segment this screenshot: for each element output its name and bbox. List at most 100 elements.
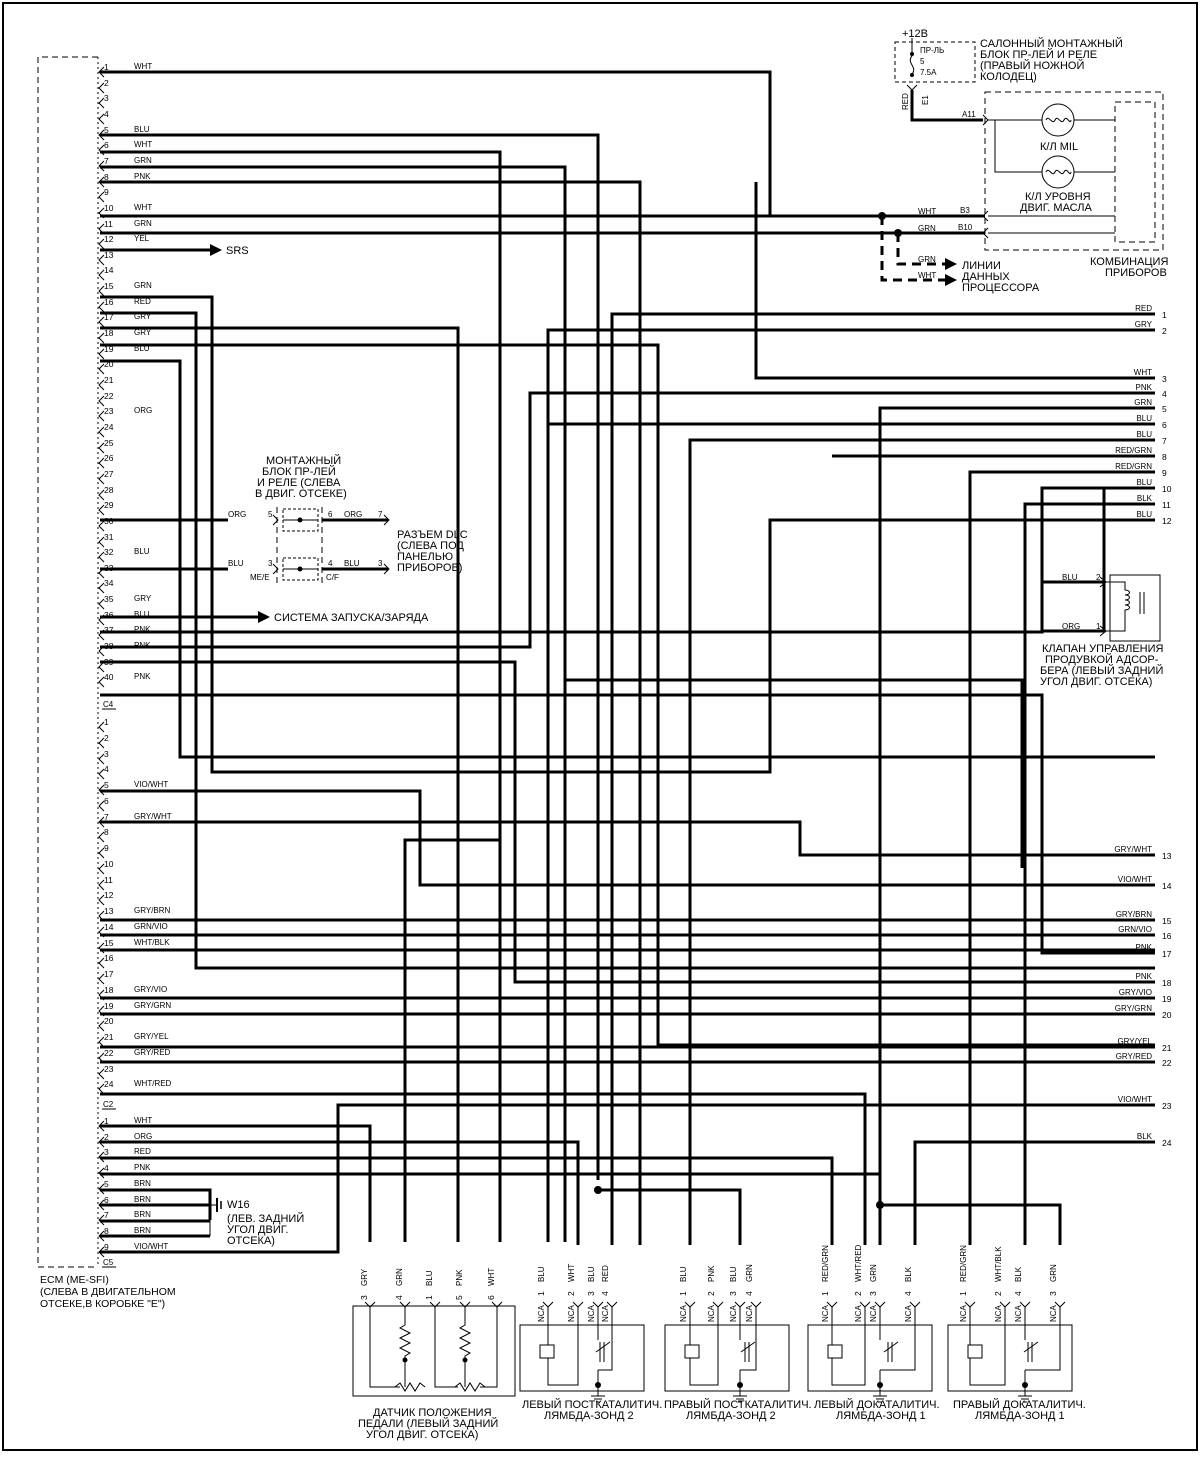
sensor-ground-dot: [595, 1382, 601, 1388]
ecm-pin-chevron: [98, 1120, 105, 1132]
ecm-pin-chevron: [98, 348, 105, 360]
right-connector-wire: PNK: [1136, 972, 1153, 981]
ecm-pin-chevron: [98, 66, 105, 78]
sensor-pin-color: GRN: [745, 1264, 754, 1282]
ecm-pin-number: 6: [104, 796, 109, 806]
ecm-pin-number: 1: [104, 62, 109, 72]
ecm-wire-color: PNK: [134, 625, 151, 634]
ecm-wire-color: BRN: [134, 1195, 151, 1204]
static-layer: ECM (ME-SFI) (СЛЕВА В ДВИГАТЕЛЬНОМ ОТСЕК…: [37, 28, 1168, 1441]
ecm-pin-number: 4: [104, 1163, 109, 1173]
sensor-nca-label: NCA: [537, 1304, 546, 1322]
relay-row2-out: 3: [378, 559, 383, 568]
ecm-pin-chevron: [98, 536, 105, 548]
purge-p1: 1: [1096, 622, 1101, 631]
ecm-pin-number: 8: [104, 1226, 109, 1236]
ecm-caption-1: ECM (ME-SFI): [40, 1274, 109, 1286]
ecm-pin-chevron: [98, 989, 105, 1001]
ecm-pin-chevron: [98, 442, 105, 454]
ecm-wire-color: GRN/VIO: [134, 922, 168, 931]
ecm-pin-number: 9: [104, 1242, 109, 1252]
ecm-pin-chevron: [98, 926, 105, 938]
data-lines-label-2: ДАННЫХ: [962, 271, 1010, 283]
ecm-pin-chevron: [98, 269, 105, 281]
ecm-wire-color: RED: [134, 1147, 151, 1156]
ecm-wire-color: BLU: [134, 610, 150, 619]
sensor-pin-color: BLU: [679, 1266, 688, 1282]
cluster-pin-b10: B10: [958, 223, 973, 232]
relay-row2-lt: ME/E: [250, 573, 270, 582]
ecm-wire-color: VIO/WHT: [134, 1242, 168, 1251]
relay-label-3: И РЕЛЕ (СЛЕВА: [257, 477, 341, 489]
ecm-pin-number: 21: [104, 375, 114, 385]
ecm-wire-color: WHT: [134, 203, 152, 212]
ecm-wire-color: RED: [134, 297, 151, 306]
ecm-pin-number: 5: [104, 1179, 109, 1189]
ecm-pin-number: 11: [104, 219, 113, 229]
fuse-line-3: 7.5A: [920, 68, 937, 77]
srs-label: SRS: [226, 245, 249, 257]
ecm-wire-color: WHT: [134, 62, 152, 71]
ecm-wire-color: BRN: [134, 1179, 151, 1188]
ecm-pin-number: 35: [104, 594, 114, 604]
dlc-label-4: ПРИБОРОВ): [397, 562, 462, 574]
ecm-pin-number: 10: [104, 203, 114, 213]
relay-row1-lw: ORG: [228, 510, 246, 519]
sensor-element: [595, 1325, 613, 1371]
pedal-label-1: ДАТЧИК ПОЛОЖЕНИЯ: [373, 1407, 492, 1419]
right-connector-pin: 17: [1162, 949, 1172, 959]
power-block-label-1: САЛОННЫЙ МОНТАЖНЫЙ: [980, 37, 1123, 50]
ecm-pin-chevron: [98, 301, 105, 313]
ecm-wire-color: BLU: [134, 125, 150, 134]
ecm-pin-number: 30: [104, 516, 114, 526]
ecm-pin-chevron: [98, 332, 105, 344]
ecm-wire-color: WHT/BLK: [134, 938, 170, 947]
ecm-wire-color: GRY/VIO: [134, 985, 167, 994]
ecm-wire-color: BLU: [134, 547, 150, 556]
relay-row2-rt: C/F: [326, 573, 339, 582]
right-connector-wire: GRN/VIO: [1118, 925, 1152, 934]
dlc-label-2: (СЛЕВА ПОД: [397, 540, 464, 552]
cluster-pin-a11: A11: [962, 110, 976, 119]
ecm-pin-number: 40: [104, 672, 114, 682]
ecm-pin-number: 4: [104, 764, 109, 774]
sensor-nca-label: NCA: [729, 1304, 738, 1322]
data-line-wire-2: WHT: [918, 271, 936, 280]
pedal-label-3: УГОЛ ДВИГ. ОТСЕКА): [366, 1429, 478, 1441]
power-voltage: +12В: [902, 28, 928, 40]
purge-p2: 2: [1096, 573, 1101, 582]
right-connector-wire: BLK: [1137, 494, 1153, 503]
power-wire-color: RED: [901, 93, 910, 110]
right-connector-wire: GRY/YEL: [1117, 1037, 1152, 1046]
pedal-pin-chevron: [459, 1301, 471, 1308]
ecm-pin-number: 6: [104, 1195, 109, 1205]
ecm-pin-number: 18: [104, 985, 114, 995]
sensor-label-line1: ЛЕВЫЙ ДОКАТАЛИТИЧ.: [814, 1398, 940, 1411]
ecm-pin-number: 20: [104, 359, 114, 369]
ecm-pin-number: 14: [104, 265, 114, 275]
sensor-pin-number: 1: [678, 1291, 688, 1296]
sensor-label-line2: ЛЯМБДА-ЗОНД 1: [975, 1410, 1065, 1422]
sensor-pin-color: BLU: [729, 1266, 738, 1282]
ecm-pin-chevron: [98, 737, 105, 749]
sensor-ground-dot: [877, 1382, 883, 1388]
ecm-pin-number: 9: [104, 187, 109, 197]
sensor-pin-color: PNK: [707, 1265, 716, 1282]
ecm-pin-chevron: [98, 1214, 105, 1226]
ecm-wire-color: GRY/BRN: [134, 906, 171, 915]
right-connector-pin: 22: [1162, 1058, 1172, 1068]
ecm-wire-color: GRY/WHT: [134, 812, 172, 821]
ecm-pin-number: 15: [104, 281, 114, 291]
right-connector-wire: BLU: [1136, 510, 1152, 519]
ecm-pin-chevron: [98, 316, 105, 328]
w16-id: W16: [227, 1199, 250, 1211]
ecm-wire-color: GRN: [134, 219, 152, 228]
sensor-nca-label: NCA: [1049, 1304, 1058, 1322]
relay-label-1: МОНТАЖНЫЙ: [266, 454, 341, 467]
relay-row2-lp: 3: [268, 559, 273, 568]
sensor-ground-dot: [1022, 1382, 1028, 1388]
pedal-pin-color: WHT: [487, 1268, 496, 1286]
right-connector-pin: 3: [1162, 374, 1167, 384]
